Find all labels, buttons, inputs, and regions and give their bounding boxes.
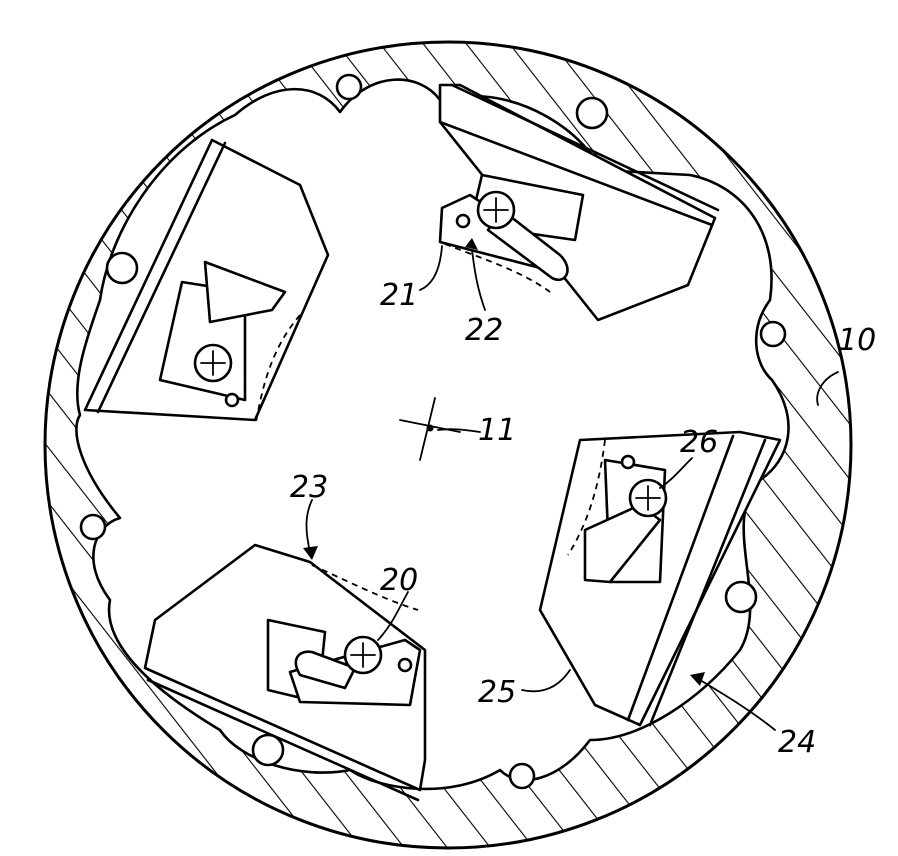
hole [759, 320, 787, 348]
label-24: 24 [778, 725, 816, 760]
cutter-block-left [83, 138, 330, 423]
cutter-block-right [538, 430, 782, 727]
reference-labels: 10 11 20 21 22 23 24 25 26 [290, 278, 876, 760]
leader-25 [521, 669, 571, 693]
hole [335, 73, 363, 101]
hole [105, 251, 139, 285]
leader-22 [471, 249, 486, 311]
arrow-22 [465, 238, 478, 250]
arrow-24 [690, 672, 705, 686]
label-10: 10 [838, 323, 876, 358]
label-26: 26 [680, 425, 718, 460]
housing-holes [79, 73, 787, 790]
hole [724, 580, 758, 614]
hole [508, 762, 536, 790]
leader-24 [699, 679, 776, 731]
cutter-block-top [438, 83, 720, 322]
leader-lines [303, 238, 839, 731]
leader-20 [377, 591, 409, 641]
hole [79, 513, 107, 541]
arrow-23 [303, 546, 318, 560]
leader-23 [305, 499, 313, 553]
leader-11 [437, 428, 481, 433]
label-23: 23 [290, 470, 328, 505]
label-11: 11 [478, 413, 516, 448]
label-22: 22 [465, 313, 503, 348]
leader-21 [419, 245, 443, 291]
leader-10 [816, 371, 839, 406]
hole [575, 96, 609, 130]
hole [251, 733, 285, 767]
leader-26 [659, 457, 693, 489]
cutter-block-bottom [143, 543, 427, 802]
label-21: 21 [380, 278, 418, 313]
label-25: 25 [478, 675, 516, 710]
label-20: 20 [380, 563, 418, 598]
